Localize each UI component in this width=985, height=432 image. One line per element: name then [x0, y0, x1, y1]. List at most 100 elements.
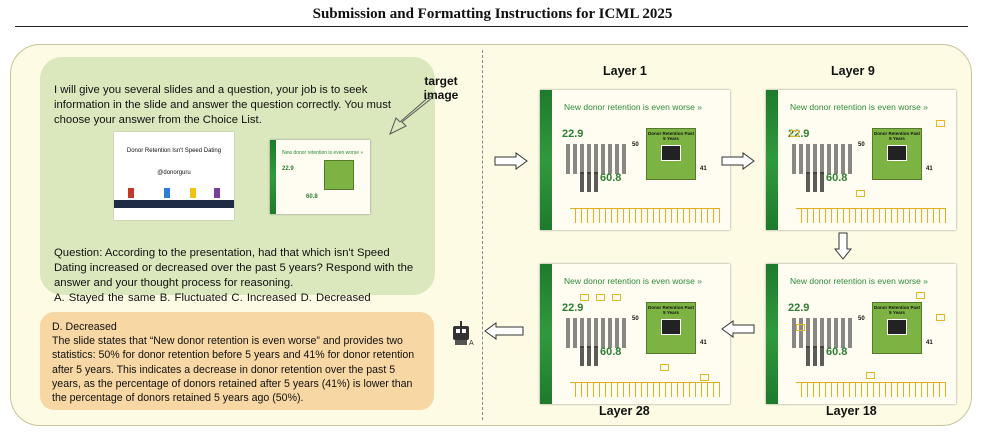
slide-green-bar [540, 264, 552, 404]
slide-stat: 22.9 [282, 166, 294, 172]
slide-stat: 50 [858, 142, 865, 148]
people-icons [792, 318, 852, 348]
slide-green-box: Donor Retention Past 5 Years [646, 128, 696, 180]
arrow-right-icon [494, 152, 528, 170]
box-label: Donor Retention Past 5 Years [873, 131, 920, 141]
attention-highlight [660, 364, 669, 371]
layer-label: Layer 1 [603, 64, 647, 78]
title-slide-thumbnail: Donor Retention Isn't Speed Dating @dono… [114, 132, 234, 220]
people-icons [580, 172, 600, 192]
box-label: Donor Retention Past 5 Years [873, 305, 920, 315]
slide-green-box: Donor Retention Past 5 Years [872, 128, 922, 180]
slide-stat: 22.9 [562, 128, 584, 140]
robot-icon: A [453, 321, 474, 346]
answer-explanation: The slide states that “New donor retenti… [52, 335, 415, 405]
arrow-down-icon [834, 232, 852, 260]
slide-stat: 60.8 [600, 346, 622, 358]
calendar-icon [887, 145, 907, 161]
people-icons [806, 346, 826, 366]
target-image-label: target image [423, 74, 459, 102]
attention-highlight [790, 130, 799, 137]
layer-18-slide: New donor retention is even worse » 22.9… [766, 264, 956, 404]
slide-title: New donor retention is even worse » [790, 102, 928, 112]
slide-title: New donor retention is even worse » [564, 102, 702, 112]
attention-highlight [596, 294, 605, 301]
attention-highlights [796, 208, 946, 223]
title-slide-handle: @donorguru [157, 170, 191, 176]
layer-label: Layer 9 [831, 64, 875, 78]
box-label: Donor Retention Past 5 Years [647, 131, 694, 141]
slide-stat: 41 [926, 340, 933, 346]
paper-header: Submission and Formatting Instructions f… [312, 6, 673, 22]
people-icons [566, 318, 626, 348]
slide-stat: 50 [632, 316, 639, 322]
attention-highlight [796, 324, 805, 331]
choice-list: A. Stayed the same B. Fluctuated C. Incr… [54, 292, 371, 304]
title-slide-role: DONOR RELATIONS GURU [178, 207, 230, 212]
layer-9-slide: New donor retention is even worse » 22.9… [766, 90, 956, 230]
layer-1-slide: New donor retention is even worse » 22.9… [540, 90, 730, 230]
header-rule [15, 26, 968, 27]
arrow-left-icon [721, 320, 755, 338]
arrow-left-icon [484, 322, 524, 340]
slide-green-bar [766, 90, 778, 230]
prompt-bubble: I will give you several slides and a que… [40, 57, 435, 304]
people-icons [566, 144, 626, 174]
slide-stat: 22.9 [788, 302, 810, 314]
attention-highlight [580, 294, 589, 301]
box-label: Donor Retention Past 5 Years [647, 305, 694, 315]
attention-highlight [856, 190, 865, 197]
answer-choice: D. Decreased [52, 321, 117, 333]
calendar-icon [887, 319, 907, 335]
slide-green-bar [270, 140, 276, 214]
attention-highlight [936, 120, 945, 127]
target-arrow-icon [389, 96, 433, 136]
slide-stat: 60.8 [826, 346, 848, 358]
slide-title: New donor retention is even worse » [790, 276, 928, 286]
slide-stat: 41 [700, 166, 707, 172]
slide-title: New donor retention is even worse » [564, 276, 702, 286]
figure-icon [164, 188, 170, 198]
attention-highlight [916, 292, 925, 299]
slide-stat: 60.8 [600, 172, 622, 184]
people-icons [792, 144, 852, 174]
figure-icon [128, 188, 134, 198]
slide-green-box [324, 160, 354, 190]
attention-highlights [570, 382, 720, 397]
attention-highlight [700, 374, 709, 381]
target-slide-thumbnail: New donor retention is even worse » 22.9… [270, 140, 370, 214]
attention-highlights [796, 382, 946, 397]
arrow-right-icon [721, 152, 755, 170]
slide-stat: 22.9 [562, 302, 584, 314]
figure-icon [190, 188, 196, 198]
calendar-icon [661, 145, 681, 161]
panel-divider [482, 50, 483, 420]
slide-stat: 41 [700, 340, 707, 346]
answer-bubble: D. Decreased The slide states that “New … [40, 312, 434, 410]
slide-green-bar [766, 264, 778, 404]
people-icons [806, 172, 826, 192]
slide-stat: 50 [632, 142, 639, 148]
calendar-icon [661, 319, 681, 335]
slide-green-bar [540, 90, 552, 230]
prompt-question: Question: According to the presentation,… [54, 247, 414, 289]
people-icons [580, 346, 600, 366]
attention-highlight [866, 372, 875, 379]
slide-title: New donor retention is even worse » [282, 150, 364, 156]
slide-stat: 41 [926, 166, 933, 172]
attention-highlights [570, 208, 720, 223]
figure-icon [214, 188, 220, 198]
layer-28-slide: New donor retention is even worse » 22.9… [540, 264, 730, 404]
slide-green-box: Donor Retention Past 5 Years [872, 302, 922, 354]
layer-label: Layer 18 [826, 404, 877, 418]
title-slide-title: Donor Retention Isn't Speed Dating [126, 148, 222, 154]
layer-label: Layer 28 [599, 404, 650, 418]
attention-highlight [612, 294, 621, 301]
slide-stat: 60.8 [306, 194, 318, 200]
prompt-intro: I will give you several slides and a que… [54, 84, 392, 126]
slide-stat: 60.8 [826, 172, 848, 184]
example-slides: Donor Retention Isn't Speed Dating @dono… [54, 132, 421, 240]
slide-green-box: Donor Retention Past 5 Years [646, 302, 696, 354]
attention-highlight [936, 314, 945, 321]
svg-text:A: A [469, 340, 474, 346]
